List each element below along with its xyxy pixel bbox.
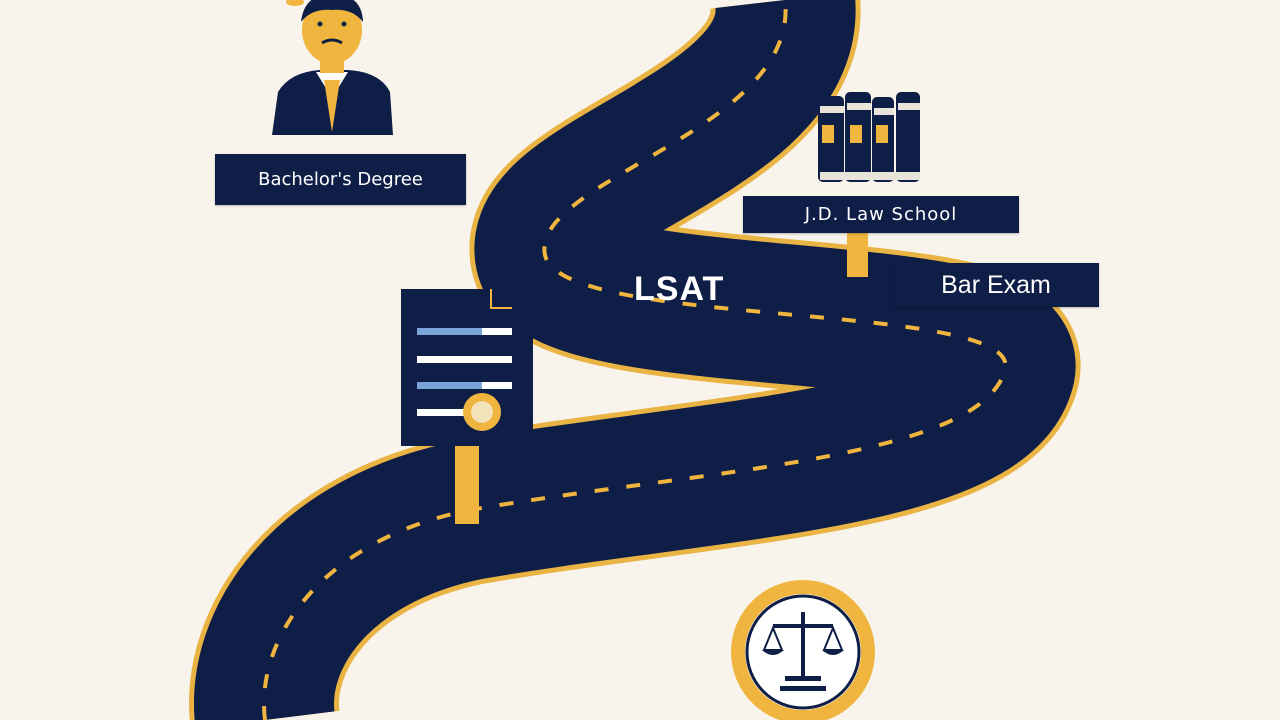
bachelors-degree-label: Bachelor's Degree [215,154,466,205]
lawyer-avatar-icon [272,0,393,135]
jd-law-school-label: J.D. Law School [743,196,1019,233]
document-icon [401,289,533,524]
winding-road [189,0,1081,720]
law-books-icon [818,92,920,277]
bar-exam-label: Bar Exam [893,263,1099,307]
lsat-label: LSAT [634,270,725,308]
scales-of-justice-icon [731,580,875,720]
